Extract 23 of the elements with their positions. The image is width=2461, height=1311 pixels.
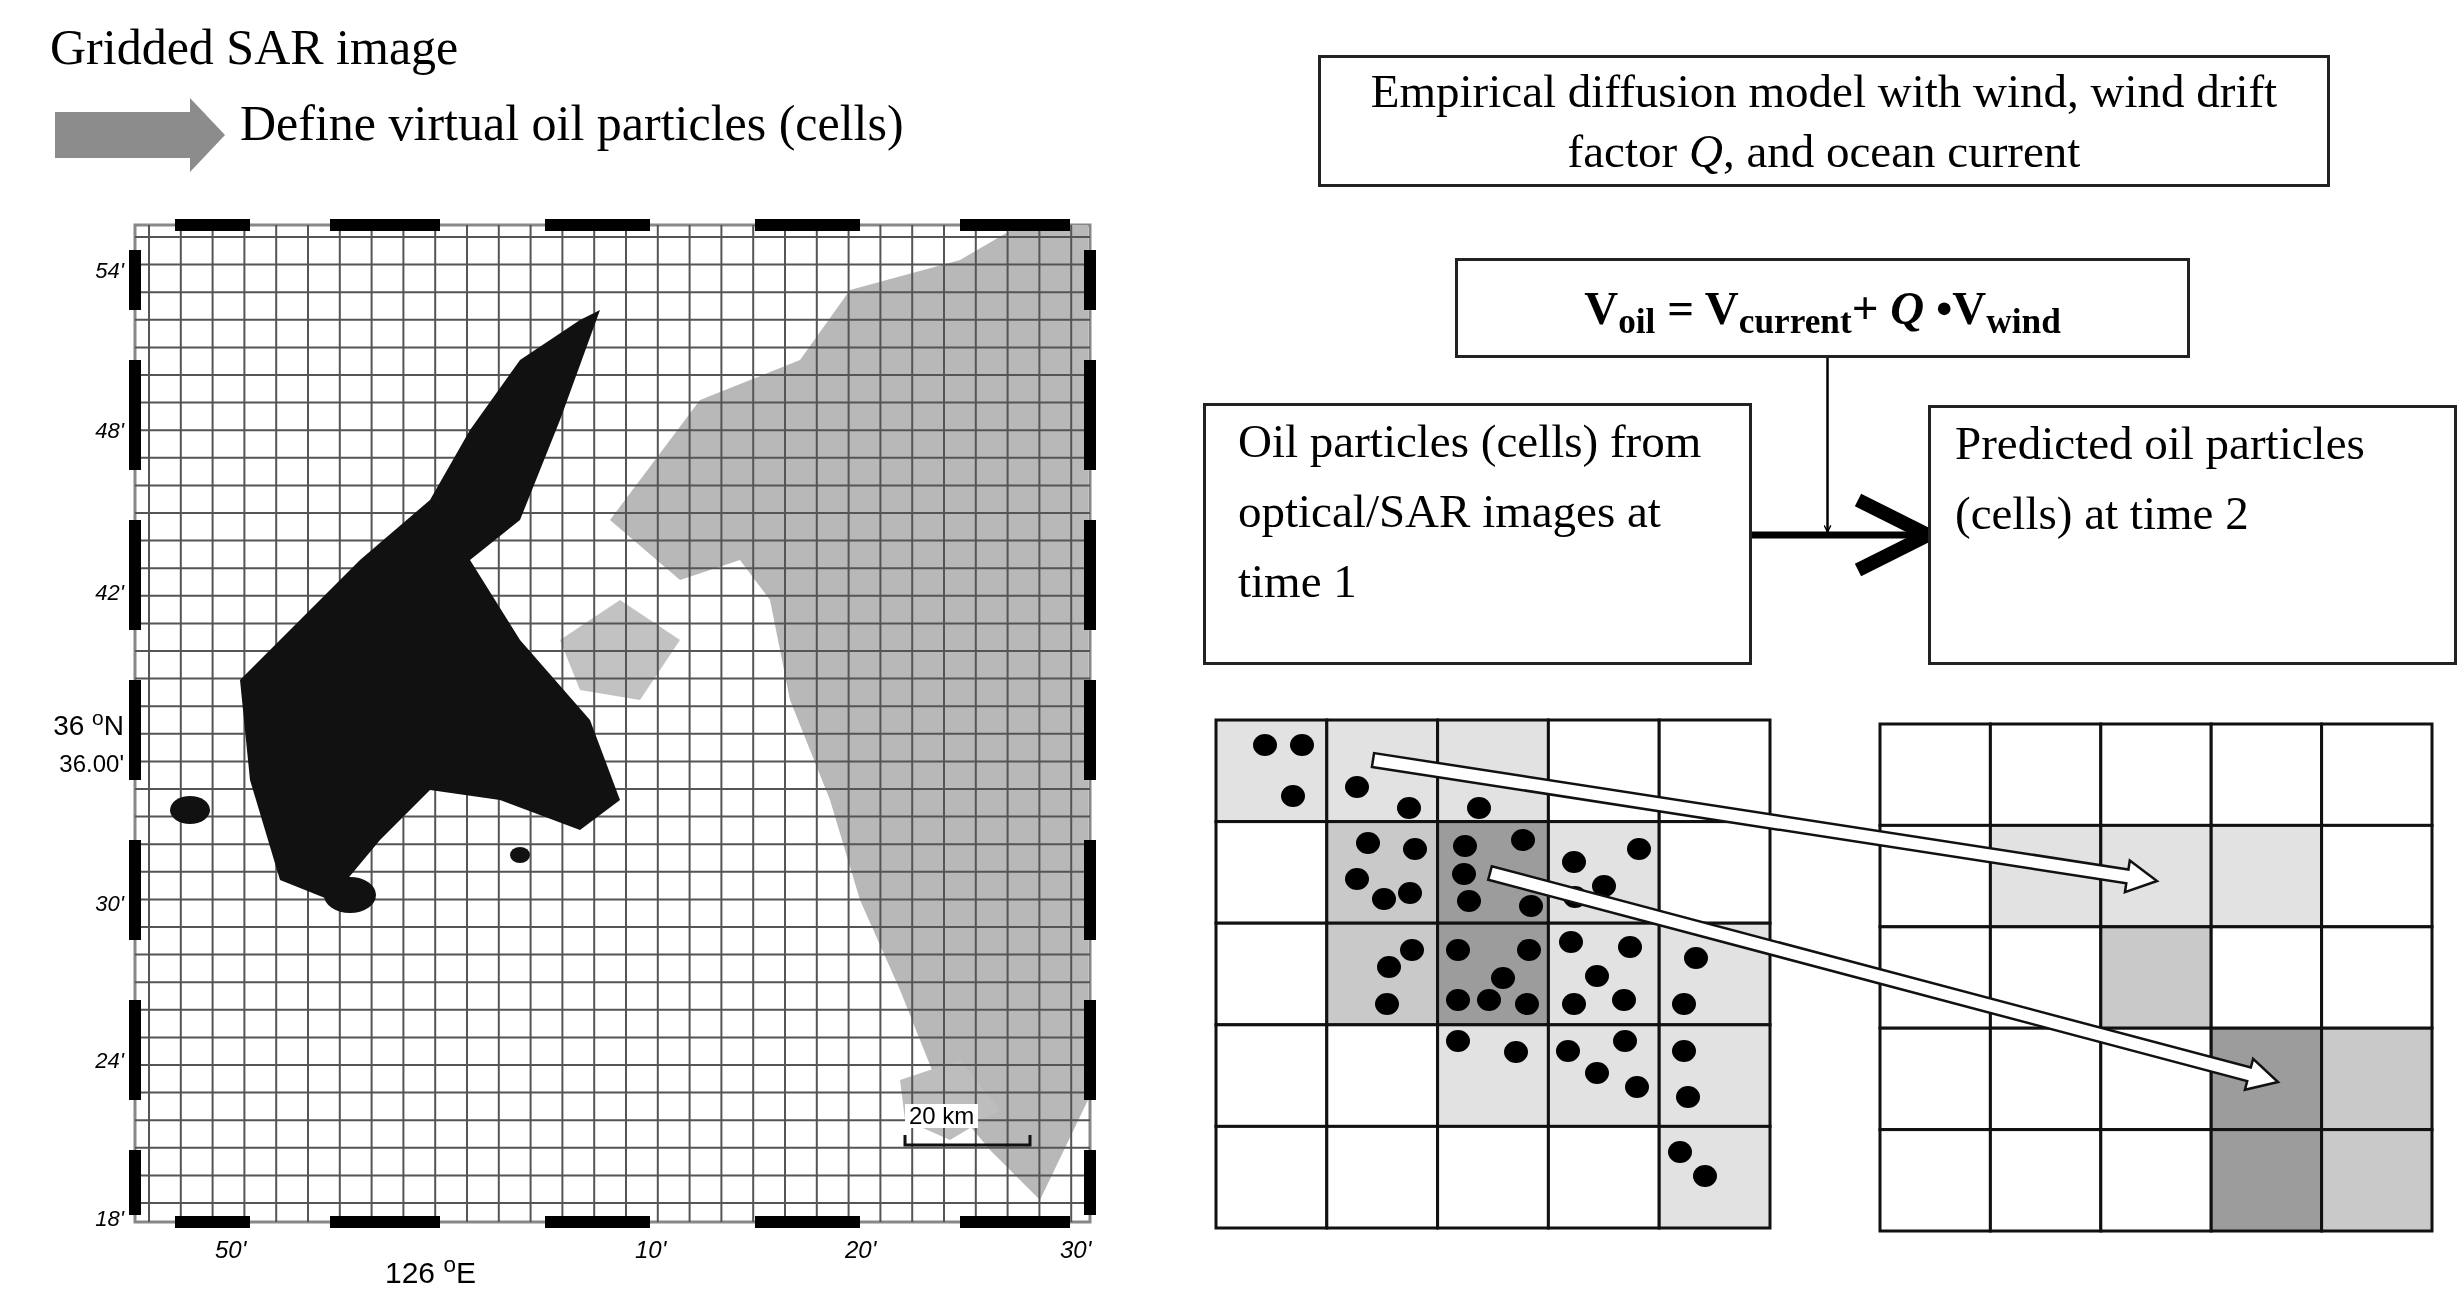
- longitude-label: 20': [845, 1238, 877, 1262]
- longitude-label: 50': [215, 1238, 247, 1262]
- box-text: Empirical diffusion model with wind, wind drift factor Q, and ocean current: [1369, 64, 2279, 179]
- longitude-label: 126 $^{o}$E: [385, 1258, 476, 1288]
- longitude-label: 10': [635, 1238, 667, 1262]
- process-box: [1928, 405, 2457, 665]
- latitude-label: 30': [94, 893, 124, 915]
- formula-box: [1455, 258, 2190, 358]
- model-box: [1318, 55, 2330, 187]
- latitude-label: 48': [94, 420, 124, 442]
- longitude-label: 30': [1060, 1238, 1092, 1262]
- latitude-label: 54': [94, 260, 124, 282]
- latitude-label: 18': [94, 1208, 124, 1230]
- scale-label: 20 km: [905, 1104, 979, 1128]
- box-text: V$_{oil}$ = V$_{current}$+ Q •V$_{wind}$: [1583, 280, 2062, 343]
- arrow: [1823, 358, 1832, 533]
- latitude-label: 36 $^{o}$N: [52, 712, 124, 740]
- latitude-label: 36.00': [58, 752, 124, 776]
- box-text: Predicted oil particles (cells) at time 2: [1955, 416, 2366, 541]
- process-box: [1203, 403, 1752, 665]
- box-text: Oil particles (cells) from optical/SAR images at time 1: [1238, 414, 1703, 609]
- latitude-label: 24': [94, 1050, 124, 1072]
- latitude-label: 42': [94, 582, 124, 604]
